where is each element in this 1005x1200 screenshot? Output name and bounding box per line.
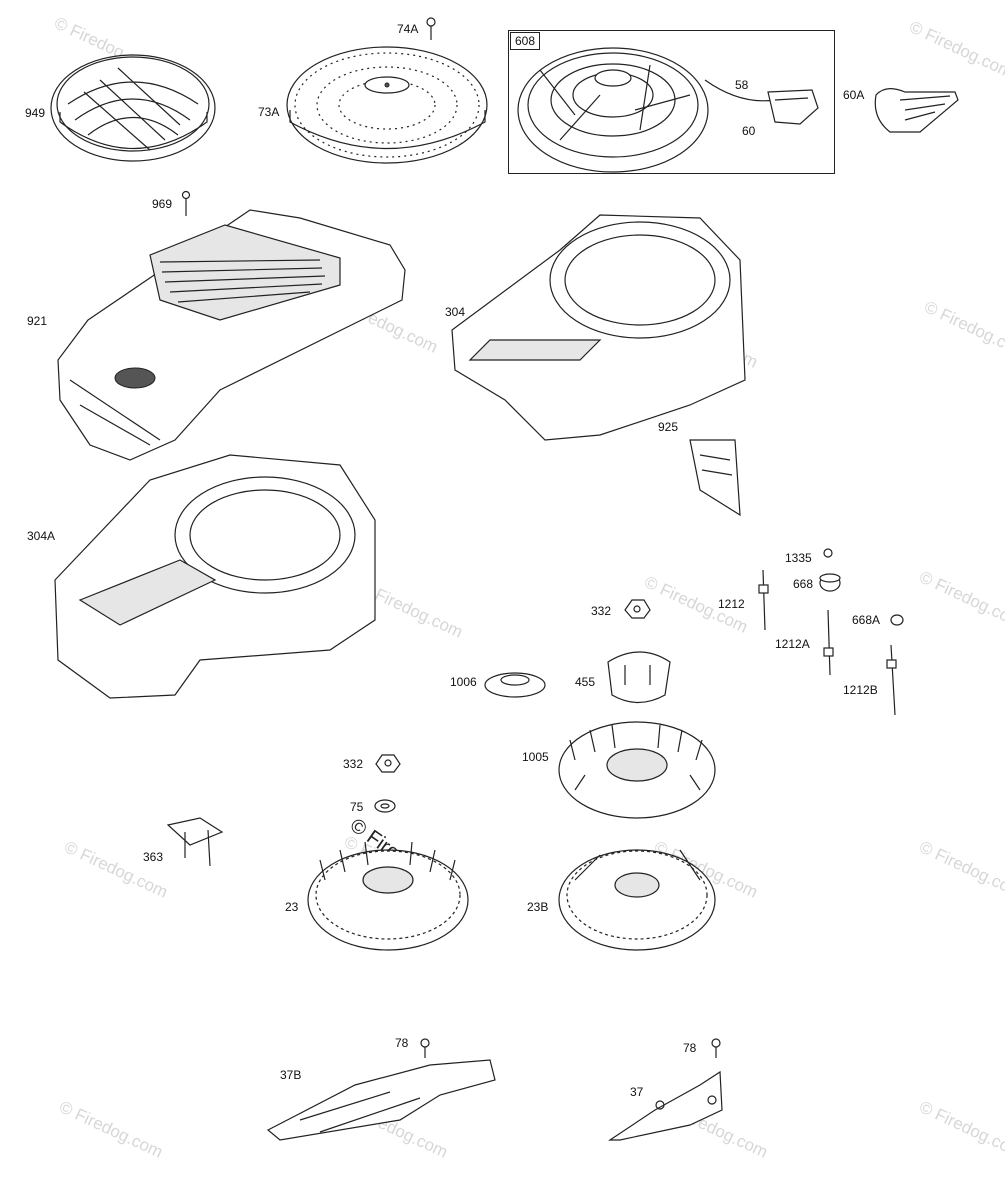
part-78-screw[interactable] [711, 1038, 721, 1058]
callout-1212[interactable]: 1212 [718, 597, 745, 611]
part-921-cover[interactable] [57, 209, 406, 461]
kit-box-608 [508, 30, 835, 174]
part-73A-screen[interactable] [286, 46, 488, 164]
part-1212-stud[interactable] [758, 569, 769, 631]
callout-37[interactable]: 37 [630, 1085, 644, 1099]
callout-304[interactable]: 304 [445, 305, 466, 319]
part-668-spacer[interactable] [819, 573, 841, 592]
callout-925[interactable]: 925 [658, 420, 679, 434]
part-75-washer[interactable] [374, 799, 396, 813]
callout-668A[interactable]: 668A [852, 613, 881, 627]
part-1006-washer[interactable] [484, 672, 546, 698]
callout-332[interactable]: 332 [591, 604, 612, 618]
part-1212A-stud[interactable] [823, 609, 834, 676]
part-1335-nut[interactable] [823, 548, 833, 558]
callout-73A[interactable]: 73A [258, 105, 280, 119]
callout-78[interactable]: 78 [395, 1036, 409, 1050]
callout-921[interactable]: 921 [27, 314, 48, 328]
part-969-screw[interactable] [181, 190, 191, 217]
part-37B-air-vane[interactable] [266, 1059, 496, 1141]
callout-60A[interactable]: 60A [843, 88, 865, 102]
part-668A-spacer[interactable] [890, 614, 904, 626]
part-1005-fan[interactable] [558, 721, 716, 819]
part-78-screw[interactable] [420, 1038, 430, 1058]
callout-1335[interactable]: 1335 [785, 551, 812, 565]
part-1212B-stud[interactable] [886, 644, 897, 716]
part-332-nut[interactable] [375, 754, 401, 773]
callout-668[interactable]: 668 [793, 577, 814, 591]
part-23-flywheel[interactable] [307, 841, 469, 951]
callout-75[interactable]: 75 [350, 800, 364, 814]
part-304-blower-housing[interactable] [451, 214, 746, 441]
part-363-bracket[interactable] [166, 817, 224, 867]
callout-969[interactable]: 969 [152, 197, 173, 211]
callout-78[interactable]: 78 [683, 1041, 697, 1055]
callout-23B[interactable]: 23B [527, 900, 549, 914]
part-60A-handle[interactable] [874, 88, 959, 133]
part-60-handle[interactable] [767, 89, 819, 125]
callout-37B[interactable]: 37B [280, 1068, 302, 1082]
part-74A-screw[interactable] [426, 17, 436, 40]
callout-1005[interactable]: 1005 [522, 750, 549, 764]
part-608-rewind-starter[interactable] [517, 47, 709, 173]
callout-60[interactable]: 60 [742, 124, 756, 138]
part-58-rope[interactable] [704, 79, 776, 102]
part-455-cup[interactable] [607, 651, 671, 704]
callout-1212A[interactable]: 1212A [775, 637, 810, 651]
callout-363[interactable]: 363 [143, 850, 164, 864]
part-37-air-vane[interactable] [608, 1070, 723, 1141]
callout-304A[interactable]: 304A [27, 529, 56, 543]
part-23B-flywheel[interactable] [558, 849, 716, 951]
part-332-nut[interactable] [624, 599, 651, 619]
callout-455[interactable]: 455 [575, 675, 596, 689]
part-925-baffle[interactable] [689, 439, 741, 517]
callout-332[interactable]: 332 [343, 757, 364, 771]
callout-1006[interactable]: 1006 [450, 675, 477, 689]
callout-949[interactable]: 949 [25, 106, 46, 120]
part-304A-blower-housing[interactable] [54, 454, 376, 699]
callout-58[interactable]: 58 [735, 78, 749, 92]
part-949-grille[interactable] [50, 54, 216, 162]
callout-74A[interactable]: 74A [397, 22, 419, 36]
callout-23[interactable]: 23 [285, 900, 299, 914]
callout-1212B[interactable]: 1212B [843, 683, 878, 697]
callout-608[interactable]: 608 [510, 32, 541, 50]
